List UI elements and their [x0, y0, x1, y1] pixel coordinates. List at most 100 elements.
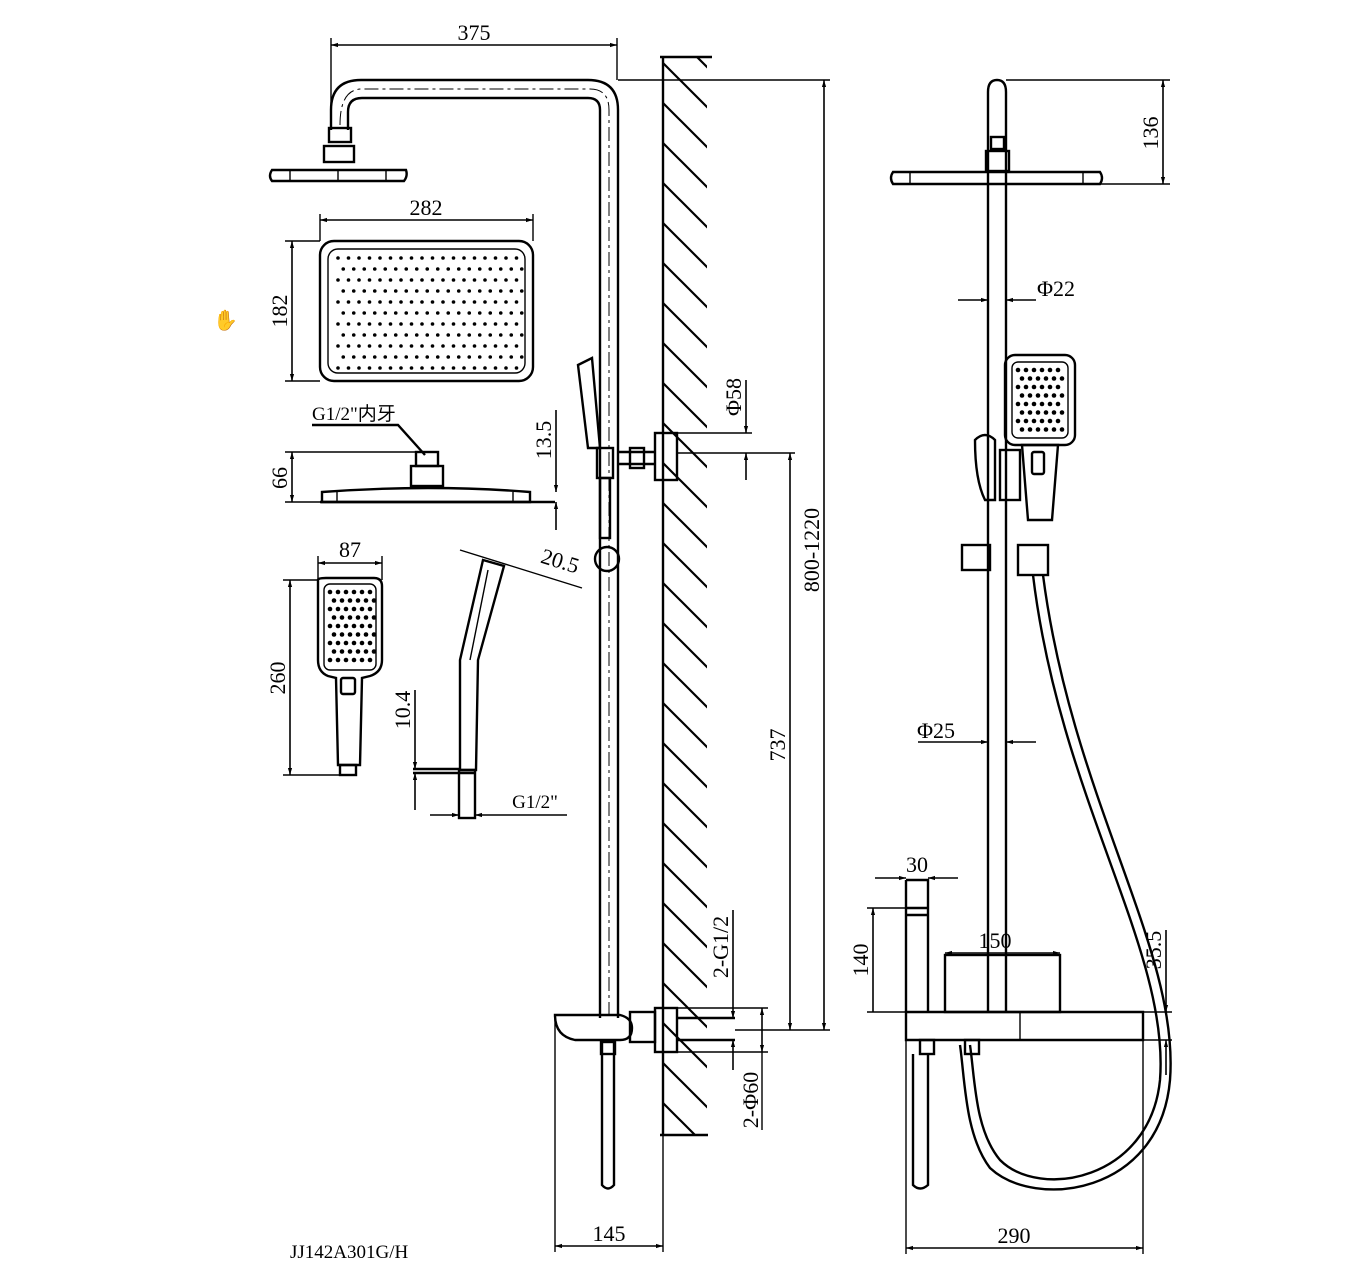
nozzle-dot: [504, 344, 508, 348]
nozzle-dot: [351, 289, 356, 293]
nozzle-dot: [393, 333, 398, 337]
nozzle-dot: [378, 300, 382, 304]
hand-shower-nozzle: [1059, 376, 1065, 381]
dim-35-5: 35.5: [1141, 931, 1166, 970]
dim-2-phi60: 2-Φ60: [738, 1072, 763, 1128]
hand-shower-nozzle: [1019, 393, 1025, 398]
hand-shower-nozzle: [327, 589, 333, 595]
hand-shower-nozzle: [367, 589, 373, 595]
nozzle-dot: [420, 256, 424, 260]
nozzle-dot: [462, 278, 466, 282]
nozzle-dot: [472, 366, 477, 370]
hand-shower-nozzle: [1043, 393, 1049, 398]
nozzle-dot: [462, 300, 466, 304]
hand-shower-nozzle: [367, 623, 373, 629]
hand-shower-nozzle: [1051, 393, 1057, 398]
hand-shower-nozzle: [1059, 427, 1065, 432]
nozzle-dot: [472, 278, 477, 282]
nozzle-dot: [514, 366, 519, 370]
nozzle-dot: [404, 289, 409, 293]
hand-shower-nozzle: [371, 632, 377, 637]
nozzle-dot: [477, 267, 482, 271]
hand-shower-nozzle: [331, 632, 337, 637]
nozzle-dot: [435, 289, 440, 293]
nozzle-dot: [472, 256, 477, 260]
nozzle-dot: [430, 366, 435, 370]
nozzle-dot: [488, 355, 493, 359]
hand-shower-nozzle: [1055, 384, 1061, 390]
dim-10-4: 10.4: [390, 691, 415, 730]
hand-shower-front: [316, 576, 384, 777]
nozzle-dot: [493, 344, 498, 348]
nozzle-dot: [378, 256, 382, 260]
hand-shower-nozzle: [347, 615, 353, 620]
nozzle-dot: [519, 333, 524, 337]
nozzle-dot: [504, 322, 508, 326]
hand-shower-nozzle: [359, 623, 365, 629]
nozzle-dot: [519, 355, 524, 359]
hand-shower-nozzle: [355, 649, 361, 654]
hand-shower-nozzle: [339, 615, 345, 620]
hand-shower-nozzle: [363, 632, 369, 637]
dim-2-g1-2: 2-G1/2: [708, 916, 733, 978]
nozzle-dot: [414, 355, 419, 359]
dim-260: 260: [265, 662, 290, 695]
nozzle-dot: [404, 311, 409, 315]
hand-shower-nozzle: [1047, 367, 1053, 373]
dim-282: 282: [410, 195, 443, 220]
hand-shower-nozzle: [1051, 410, 1057, 415]
hand-shower-nozzle: [343, 657, 349, 663]
nozzle-dot: [367, 278, 372, 282]
nozzle-dot: [420, 300, 424, 304]
nozzle-dot: [472, 300, 477, 304]
hand-shower-nozzle: [1055, 418, 1061, 424]
hand-shower-nozzle: [343, 589, 349, 595]
nozzle-dot: [493, 300, 498, 304]
hand-shower-nozzle: [1023, 418, 1029, 424]
front-view-shower-column: [889, 78, 1172, 1191]
hand-shower-nozzle: [327, 640, 333, 646]
nozzle-dot: [509, 289, 514, 293]
hand-shower-nozzle: [363, 615, 369, 620]
nozzle-dot: [456, 355, 461, 359]
dim-136: 136: [1138, 117, 1163, 150]
hand-shower-nozzle: [351, 623, 357, 629]
nozzle-dot: [483, 278, 487, 282]
nozzle-dot: [420, 278, 424, 282]
hand-shower-nozzle: [335, 657, 341, 663]
hand-shower-nozzle: [1051, 427, 1057, 432]
nozzle-dot: [488, 311, 493, 315]
hand-shower-nozzle: [359, 589, 365, 595]
side-view-shower-column: [268, 78, 735, 1190]
nozzle-dot: [519, 267, 524, 271]
nozzle-dot: [414, 289, 419, 293]
hand-shower-nozzle: [1015, 401, 1021, 407]
hand-shower-nozzle: [1027, 393, 1033, 398]
nozzle-dot: [498, 333, 503, 337]
hand-shower-nozzle: [1031, 384, 1037, 390]
nozzle-dot: [493, 366, 498, 370]
dim-66: 66: [267, 467, 292, 489]
dim-800-1220: 800-1220: [799, 508, 824, 592]
hand-shower-nozzle: [347, 598, 353, 603]
nozzle-dot: [351, 267, 356, 271]
nozzle-dot: [346, 300, 351, 304]
nozzle-dot: [346, 366, 351, 370]
hand-shower-nozzle: [331, 649, 337, 654]
nozzle-dot: [378, 278, 382, 282]
nozzle-dot: [362, 333, 367, 337]
hand-shower-nozzle: [363, 649, 369, 654]
nozzle-dot: [336, 256, 340, 260]
nozzle-dot: [399, 322, 403, 326]
nozzle-dot: [409, 344, 414, 348]
nozzle-dot: [341, 289, 346, 293]
nozzle-dot: [388, 278, 393, 282]
nozzle-dot: [467, 333, 472, 337]
nozzle-dot: [509, 311, 514, 315]
nozzle-dot: [462, 256, 466, 260]
hand-shower-nozzle: [1035, 427, 1041, 432]
nozzle-dot: [483, 322, 487, 326]
wall-section: [660, 55, 712, 1137]
nozzle-dot: [362, 289, 367, 293]
